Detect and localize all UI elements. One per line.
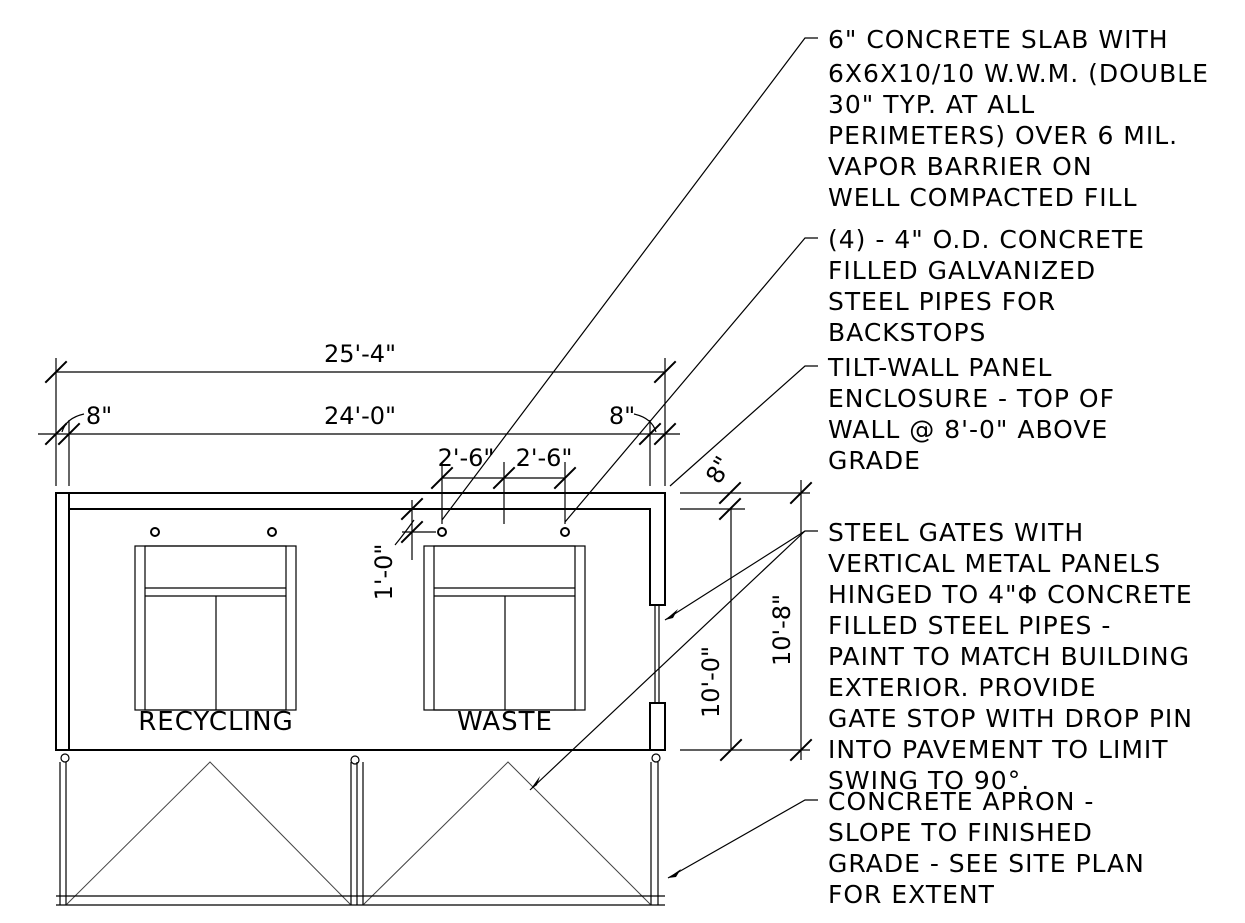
note-gates-line-6: EXTERIOR. PROVIDE (828, 673, 1097, 702)
leader-arrowheads (530, 609, 681, 878)
note-gates-line-8: INTO PAVEMENT TO LIMIT (828, 735, 1169, 764)
note-apron-line-4: FOR EXTENT (828, 880, 995, 909)
note-slab-line-6: WELL COMPACTED FILL (828, 183, 1138, 212)
dim-inner-depth: 10'-0" (697, 646, 725, 718)
note-wall-line-4: GRADE (828, 446, 921, 475)
note-gates-line-7: GATE STOP WITH DROP PIN (828, 704, 1193, 733)
note-leaders (441, 37, 818, 879)
dim-wall-right: 8" (609, 402, 635, 430)
dim-wall-left: 8" (86, 402, 112, 430)
dim-overall-depth: 10'-8" (768, 594, 796, 666)
note-gates-line-2: VERTICAL METAL PANELS (828, 549, 1161, 578)
note-wall: TILT-WALL PANEL ENCLOSURE - TOP OF WALL … (827, 353, 1115, 475)
note-apron: CONCRETE APRON - SLOPE TO FINISHED GRADE… (828, 787, 1145, 909)
concrete-apron (56, 895, 665, 906)
waste-container (423, 545, 586, 711)
dim-inner-width: 24'-0" (324, 402, 396, 430)
waste-label: WASTE (457, 707, 553, 737)
note-wall-line-2: ENCLOSURE - TOP OF (828, 384, 1115, 413)
dimension-lines (38, 358, 813, 762)
note-apron-line-2: SLOPE TO FINISHED (828, 818, 1093, 847)
note-gates-line-5: PAINT TO MATCH BUILDING (828, 642, 1190, 671)
note-gates-line-4: FILLED STEEL PIPES - (828, 611, 1111, 640)
note-slab: 6" CONCRETE SLAB WITH 6X6X10/10 W.W.M. (… (828, 25, 1209, 212)
note-slab-line-3: 30" TYP. AT ALL (828, 90, 1035, 119)
backstop-pipes (150, 527, 570, 537)
recycling-label: RECYCLING (138, 707, 294, 737)
dim-pipe-offset: 1'-0" (370, 544, 398, 601)
note-pipes-line-4: BACKSTOPS (828, 318, 986, 347)
front-gates (59, 753, 661, 906)
note-slab-line-5: VAPOR BARRIER ON (828, 152, 1093, 181)
note-slab-line-2: 6X6X10/10 W.W.M. (DOUBLE (828, 59, 1209, 88)
note-gates-line-9: SWING TO 90°. (828, 766, 1030, 795)
dim-overall-width: 25'-4" (324, 340, 396, 368)
enclosure-walls (55, 492, 666, 751)
note-pipes-line-2: FILLED GALVANIZED (828, 256, 1096, 285)
note-pipes: (4) - 4" O.D. CONCRETE FILLED GALVANIZED… (828, 225, 1145, 347)
note-gates-line-1: STEEL GATES WITH (828, 518, 1084, 547)
note-gates-line-3: HINGED TO 4"Φ CONCRETE (828, 580, 1193, 609)
note-pipes-line-1: (4) - 4" O.D. CONCRETE (828, 225, 1145, 254)
note-gates: STEEL GATES WITH VERTICAL METAL PANELS H… (828, 518, 1193, 795)
dim-pipe-spacing-right: 2'-6" (516, 444, 573, 472)
note-pipes-line-3: STEEL PIPES FOR (828, 287, 1056, 316)
dim-pipe-spacing-left: 2'-6" (438, 444, 495, 472)
note-wall-line-3: WALL @ 8'-0" ABOVE (828, 415, 1108, 444)
dim-wall-top: 8" (700, 452, 737, 489)
note-apron-line-1: CONCRETE APRON - (828, 787, 1094, 816)
note-slab-line-1: 6" CONCRETE SLAB WITH (828, 25, 1169, 54)
note-apron-line-3: GRADE - SEE SITE PLAN (828, 849, 1145, 878)
note-wall-line-1: TILT-WALL PANEL (827, 353, 1052, 382)
note-slab-line-4: PERIMETERS) OVER 6 MIL. (828, 121, 1178, 150)
recycling-container (134, 545, 297, 711)
